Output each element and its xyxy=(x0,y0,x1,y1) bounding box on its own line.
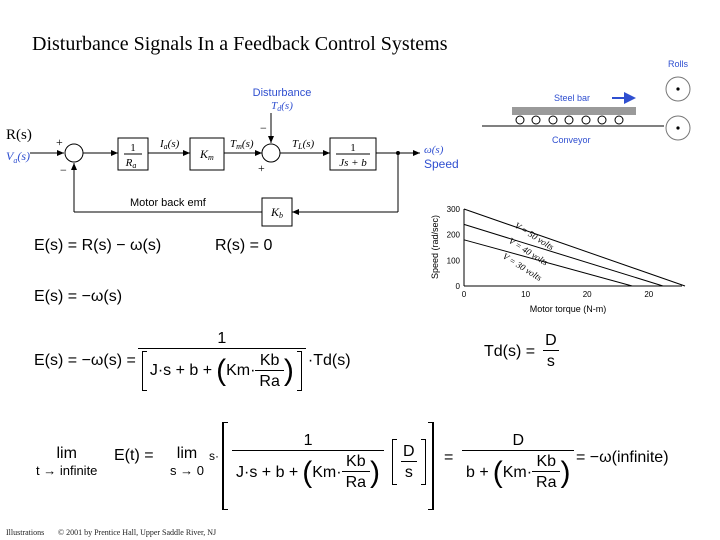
ia-label: Ia(s) xyxy=(159,138,180,151)
eq4-rnum: D xyxy=(512,432,525,449)
km-label: Km xyxy=(199,147,214,162)
eq4-d-s: D s xyxy=(399,443,419,482)
ra-den: Ra xyxy=(125,157,137,170)
lim2-sub: s → 0 xyxy=(170,463,204,478)
td-lhs: Td(s) = xyxy=(484,342,536,360)
eq4-rkm: Km· xyxy=(502,463,533,481)
tl-label: TL(s) xyxy=(292,138,315,151)
eq4-rden-left: b + xyxy=(466,463,489,481)
back-emf-label: Motor back emf xyxy=(130,197,207,209)
y-tick-label: 0 xyxy=(456,282,461,291)
kb-block xyxy=(261,197,293,227)
eq3-fraction: 1 J·s + b + ( Km· Kb Ra ) xyxy=(137,330,306,391)
series-line xyxy=(463,208,686,287)
steel-bar-label: Steel bar xyxy=(554,93,590,103)
steel-bar xyxy=(512,107,636,115)
y-tick-label: 300 xyxy=(447,205,461,214)
x-tick-label: 20 xyxy=(583,290,592,299)
slide-title: Disturbance Signals In a Feedback Contro… xyxy=(32,33,448,55)
limit-t: lim t → infinite xyxy=(36,445,97,478)
x-tick-label: 0 xyxy=(462,290,467,299)
td-label: Td(s) xyxy=(271,100,293,113)
eq4-rra: Ra xyxy=(532,471,561,492)
speed-torque-chart: Speed (rad/sec) Motor torque (N-m) 01002… xyxy=(430,205,686,314)
eq4-km: Km· xyxy=(312,463,342,481)
kb-label: Kb xyxy=(270,205,283,220)
x-axis-label: Motor torque (N-m) xyxy=(530,304,607,314)
et-label: E(t) = xyxy=(114,447,154,464)
plus-sign-1: + xyxy=(56,135,63,149)
plant-num: 1 xyxy=(350,142,356,154)
eq3-kb-ra: Kb Ra xyxy=(255,351,284,391)
summing-junction-1 xyxy=(64,143,84,163)
eq3-paren: ( Km· Kb Ra ) xyxy=(216,351,294,391)
lim1: lim xyxy=(56,445,77,462)
eq3-num: 1 xyxy=(217,330,227,347)
rolls-label: Rolls xyxy=(668,59,689,69)
td-fraction: D s xyxy=(541,332,561,371)
y-axis-label: Speed (rad/sec) xyxy=(430,215,440,279)
plus-sign-2: + xyxy=(258,161,265,175)
eq3-ra: Ra xyxy=(255,369,284,391)
input-label: Va(s) xyxy=(6,149,30,165)
r-label: R(s) xyxy=(6,127,32,143)
s-dot: s· xyxy=(209,449,219,463)
eq3-lhs: E(s) = −ω(s) = xyxy=(34,351,136,369)
x-tick-label: 10 xyxy=(521,290,530,299)
footer-left: Illustrations xyxy=(6,528,45,537)
eq4-fraction: 1 J·s + b + ( Km· Kb Ra ) D s xyxy=(232,432,426,492)
series-line xyxy=(463,239,633,287)
eq4-rkb: Kb xyxy=(536,453,557,470)
eq3-km: Km· xyxy=(226,362,256,379)
y-tick-label: 200 xyxy=(447,231,461,240)
block-diagram: Va(s) + − 1 Ra Ia(s) Km Tm(s) Disturbanc… xyxy=(6,87,459,227)
big-bracket-right xyxy=(428,422,434,510)
eq4-den: J·s + b + ( Km· Kb Ra ) xyxy=(232,450,385,492)
ra-num: 1 xyxy=(130,142,136,154)
eq4-s: s xyxy=(400,460,417,482)
eq4-equals: = xyxy=(444,449,454,466)
conveyor-rollers xyxy=(515,115,624,125)
summing-junction-2 xyxy=(261,143,281,163)
equation-1-right: R(s) = 0 xyxy=(215,237,273,254)
eq3-den-left: J·s + b + xyxy=(149,362,213,379)
disturbance-label: Disturbance xyxy=(253,87,312,99)
x-tick-label: 20 xyxy=(644,290,653,299)
eq4-den-left: J·s + b + xyxy=(236,463,299,481)
tm-label: Tm(s) xyxy=(230,138,254,151)
eq4-result: = −ω(infinite) xyxy=(576,449,669,466)
eq4-d: D xyxy=(403,442,415,460)
y-tick-label: 100 xyxy=(447,256,461,265)
eq3-kb: Kb xyxy=(259,351,280,369)
equation-2: E(s) = −ω(s) xyxy=(34,288,123,305)
equation-1: E(s) = R(s) − ω(s) xyxy=(34,237,162,254)
omega-label: ω(s) xyxy=(424,144,444,156)
eq3-den: J·s + b + ( Km· Kb Ra ) xyxy=(137,348,306,391)
eq4-right-fraction: D b + ( Km· Kb Ra ) xyxy=(462,432,575,492)
lim2: lim xyxy=(176,445,198,462)
lim1-sub: t → infinite xyxy=(36,463,98,478)
eq4-kb: Kb xyxy=(346,453,366,470)
plant-den: Js + b xyxy=(339,157,367,169)
minus-sign-1: − xyxy=(60,163,67,177)
minus-sign-2: − xyxy=(260,121,267,135)
td-num: D xyxy=(545,332,557,349)
td-equation: Td(s) = D s xyxy=(484,332,561,371)
big-bracket-left xyxy=(222,422,228,510)
conveyor-label: Conveyor xyxy=(552,135,591,145)
km-block xyxy=(189,137,225,171)
series-line xyxy=(463,223,664,287)
footer-right: © 2001 by Prentice Hall, Upper Saddle Ri… xyxy=(58,528,217,537)
equation-3: E(s) = −ω(s) = 1 J·s + b + ( Km· Kb Ra )… xyxy=(34,330,351,391)
eq4-main: 1 J·s + b + ( Km· Kb Ra ) xyxy=(232,432,385,492)
speed-label: Speed xyxy=(424,157,459,171)
eq4-num: 1 xyxy=(303,432,313,449)
limit-s: lim s → 0 xyxy=(170,445,204,478)
eq4-ra: Ra xyxy=(341,471,371,492)
conveyor-illustration: Rolls Steel bar Conveyor xyxy=(482,59,691,145)
td-den: s xyxy=(542,350,559,371)
eq3-rhs: ·Td(s) xyxy=(307,351,351,369)
